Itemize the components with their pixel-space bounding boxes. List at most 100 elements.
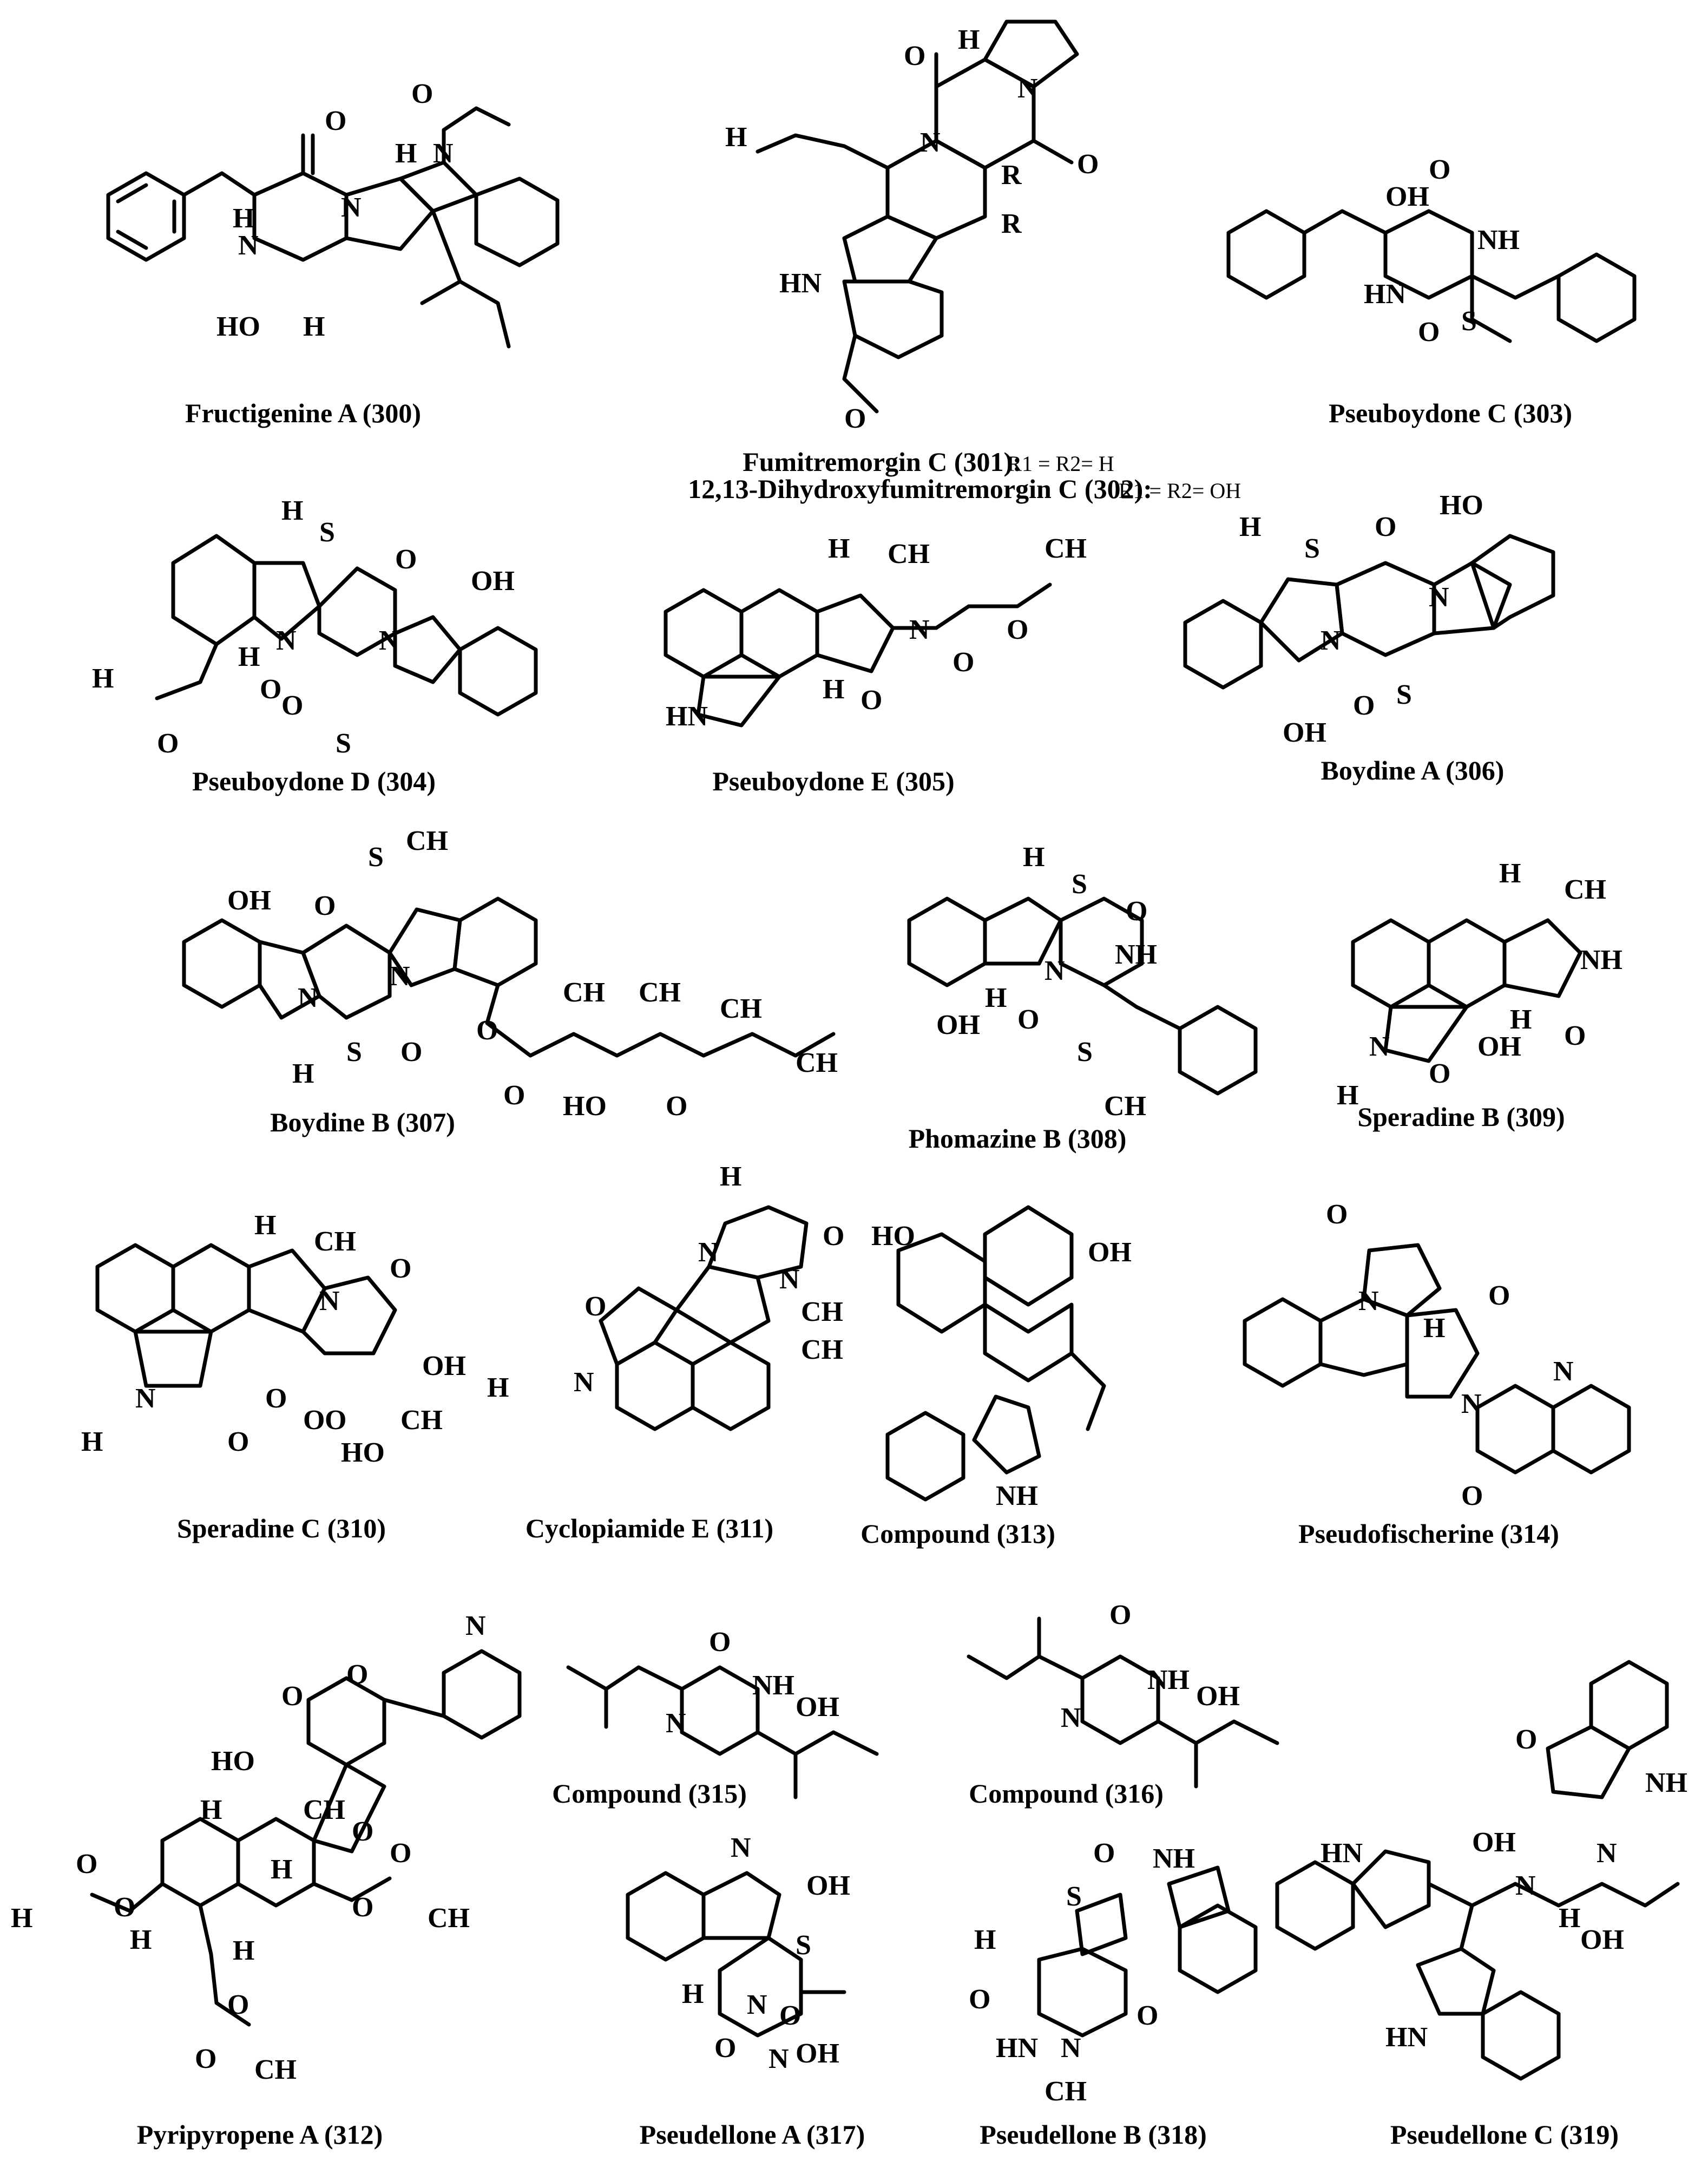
atom-N: N — [698, 1237, 719, 1268]
caption-312: Pyripyropene A (312) — [137, 2119, 383, 2150]
atom-N: N — [1044, 955, 1065, 986]
naphthalene-ring — [691, 1340, 771, 1431]
pyrrolidine-ring — [983, 896, 1063, 966]
pyrrole-ring — [1546, 1725, 1631, 1799]
atom-N: N — [1061, 1702, 1081, 1733]
benzyl-bond — [1470, 274, 1561, 300]
atom-O: O — [1093, 1838, 1115, 1869]
atom-H: H — [1423, 1313, 1445, 1344]
structure-314: O N H O N N O Pseudofischerine (314) — [1243, 1199, 1631, 1549]
atom-H: H — [1510, 1004, 1532, 1035]
benzo-ring — [1178, 1903, 1258, 1994]
atom-O: O — [325, 1405, 346, 1436]
atom-H: H — [238, 641, 260, 672]
atom-O: O — [157, 728, 179, 759]
isobutyl-bond — [566, 1665, 684, 1691]
atom-H: H — [682, 1979, 704, 2009]
atom-N: N — [1553, 1356, 1574, 1387]
atom-O: O — [1353, 690, 1375, 721]
atom-CH3: CH — [888, 539, 930, 569]
atom-H3C: H — [292, 1058, 314, 1089]
structure-309: H CH NH O H OH N O H Speradine B (309) — [1337, 858, 1622, 1132]
atom-HN: HN — [1321, 1838, 1363, 1869]
atom-R2: R — [1001, 208, 1022, 239]
cyclohexene-ring — [739, 588, 819, 679]
benzo-ring — [664, 588, 744, 679]
acetyl-bond — [442, 106, 511, 132]
structure-313: HO OH NH Compound (313) — [860, 1205, 1132, 1549]
atom-OH: OH — [1385, 181, 1429, 212]
atom-OH: OH — [1283, 717, 1326, 748]
atom-HN: HN — [1364, 279, 1406, 310]
atom-N: N — [1515, 1870, 1536, 1901]
caption-317: Pseudellone A (317) — [640, 2119, 865, 2150]
atom-O: O — [904, 41, 925, 71]
atom-H: H — [233, 1935, 254, 1966]
aromatic-bond — [116, 230, 148, 250]
atom-O: O — [1488, 1280, 1510, 1311]
caption-309: Speradine B (309) — [1357, 1102, 1565, 1132]
atom-CH3: CH — [563, 977, 605, 1008]
quaternary-bond — [1459, 1903, 1474, 1951]
atom-O: O — [400, 1037, 422, 1068]
caption-307: Boydine B (307) — [270, 1107, 455, 1137]
atom-CH3: CH — [1044, 2076, 1087, 2107]
isopropenyl-bond — [1069, 1351, 1106, 1431]
atom-H: H — [823, 674, 844, 705]
atom-O: O — [1564, 1020, 1586, 1051]
pyrrolidine-ring — [247, 1248, 327, 1334]
pyrrolidine-ring — [344, 176, 435, 251]
atom-S: S — [1072, 869, 1087, 900]
pyrrolidine-ring — [393, 615, 462, 684]
atom-N: N — [666, 1708, 686, 1739]
atom-NH: NH — [1477, 225, 1520, 256]
prenyl-bond — [756, 133, 890, 170]
atom-H3C: H — [1239, 512, 1261, 542]
caption-301-name: Fumitremorgin C (301): — [743, 447, 1022, 477]
atom-HO: HO — [871, 1221, 915, 1252]
atom-OH: OH — [1088, 1237, 1132, 1268]
caption-318: Pseudellone B (318) — [980, 2119, 1206, 2150]
atom-N: N — [465, 1610, 486, 1641]
caption-313: Compound (313) — [860, 1518, 1055, 1549]
acetoxy-bond — [312, 1876, 392, 1902]
structure-307: OH O S CH N N S H O O O CH HO CH O CH CH… — [182, 826, 838, 1137]
atom-N: N — [909, 614, 930, 645]
atom-H: H — [828, 533, 850, 564]
atom-O: O — [395, 544, 417, 575]
atom-NH: NH — [1580, 945, 1622, 975]
cyclohexadiene-ring — [452, 896, 538, 987]
atom-NH: NH — [1645, 1767, 1687, 1798]
atom-O: O — [281, 1681, 303, 1712]
atom-N: N — [920, 127, 941, 158]
pyrrole-ring — [972, 1394, 1041, 1475]
atom-O: O — [1461, 1481, 1483, 1511]
pyrrole-ring — [1351, 1849, 1431, 1929]
atom-CH3: CH — [801, 1296, 843, 1327]
atom-S: S — [336, 728, 351, 759]
caption-302-detail: R1 = R2= OH — [1119, 479, 1241, 503]
atom-S: S — [1461, 306, 1477, 337]
atom-S: S — [796, 1930, 811, 1961]
atom-N: N — [1358, 1286, 1379, 1317]
acyl-chain-bond — [485, 983, 836, 1058]
lactam-ring — [1362, 1243, 1442, 1318]
atom-O: O — [823, 1221, 844, 1252]
structure-316: O NH N OH Compound (316) — [967, 1600, 1279, 1809]
diketopiperazine-ring — [1335, 561, 1436, 657]
structure-311: H N O N CH CH O N H Cyclopiamide E (311) — [487, 1161, 844, 1543]
methylthio-bond — [1470, 274, 1512, 343]
atom-CH3: CH — [796, 1047, 838, 1078]
structure-304: H S O OH N N H O O H O S Pseuboydone D (… — [92, 495, 538, 796]
atom-O: O — [1429, 1058, 1450, 1089]
pyran-ring — [312, 1763, 386, 1854]
atom-HO: HO — [341, 1437, 385, 1468]
chain-bond — [1427, 1882, 1680, 1908]
diketopiperazine-ring — [1059, 896, 1144, 987]
atom-H3C: H — [130, 1924, 152, 1955]
prenyl-bond — [431, 209, 511, 349]
pyrrolidine-ring — [1432, 561, 1512, 636]
cyclohexane-ring — [171, 1243, 251, 1334]
atom-CH3: CH — [720, 993, 762, 1024]
atom-H3C: H — [974, 1924, 996, 1955]
